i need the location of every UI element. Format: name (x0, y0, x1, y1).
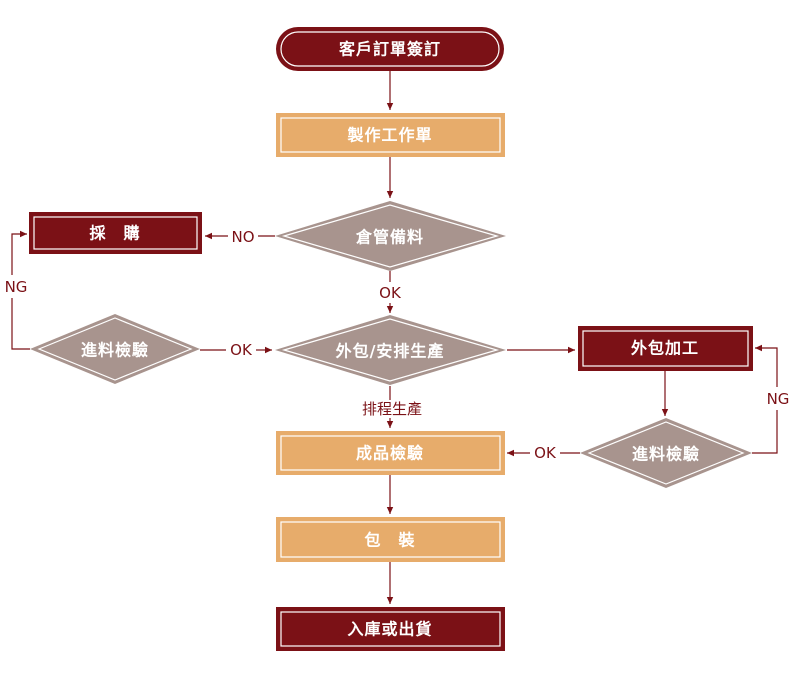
edge-label-no: NO (231, 228, 254, 246)
node-outsource-process: 外包加工 (578, 326, 753, 371)
node-warehouse-decision: 倉管備料 (275, 201, 506, 271)
node-incoming-left-decision: 進料檢驗 (30, 314, 200, 384)
node-incoming-left-label: 進料檢驗 (81, 341, 149, 360)
node-incoming-right-label: 進料檢驗 (632, 445, 700, 464)
node-packaging: 包 裝 (276, 517, 505, 562)
edge-label-ng-left: NG (5, 278, 28, 296)
node-incoming-right-decision: 進料檢驗 (580, 418, 752, 488)
node-packaging-label: 包 裝 (364, 531, 415, 550)
edge-ng-right-upper (755, 344, 778, 387)
edge-label-ok-warehouse: OK (379, 284, 402, 302)
edge-ng-right-lower (752, 410, 778, 454)
edge-label-ok-left: OK (230, 341, 253, 359)
node-end-label: 入庫或出貨 (347, 620, 432, 639)
node-purchase-label: 採 購 (89, 224, 140, 243)
node-purchase: 採 購 (29, 212, 202, 254)
edge-ng-left-lower (11, 298, 30, 350)
node-outsource-label: 外包/安排生產 (335, 342, 445, 361)
edge-ng-left-upper (11, 230, 27, 275)
node-outsource-process-label: 外包加工 (630, 339, 699, 358)
edge-label-ok-right: OK (534, 444, 557, 462)
node-start-label: 客戶訂單簽訂 (339, 40, 441, 59)
node-outsource-decision: 外包/安排生產 (275, 315, 506, 385)
node-warehouse-label: 倉管備料 (355, 228, 424, 247)
edge-label-ng-right: NG (767, 390, 790, 408)
node-work-order: 製作工作單 (276, 113, 505, 157)
node-product-inspection: 成品檢驗 (276, 431, 505, 475)
node-work-order-label: 製作工作單 (346, 126, 432, 145)
node-start: 客戶訂單簽訂 (276, 27, 504, 71)
node-end: 入庫或出貨 (276, 607, 505, 651)
node-product-inspection-label: 成品檢驗 (356, 444, 424, 463)
edge-label-schedule: 排程生產 (362, 400, 422, 418)
